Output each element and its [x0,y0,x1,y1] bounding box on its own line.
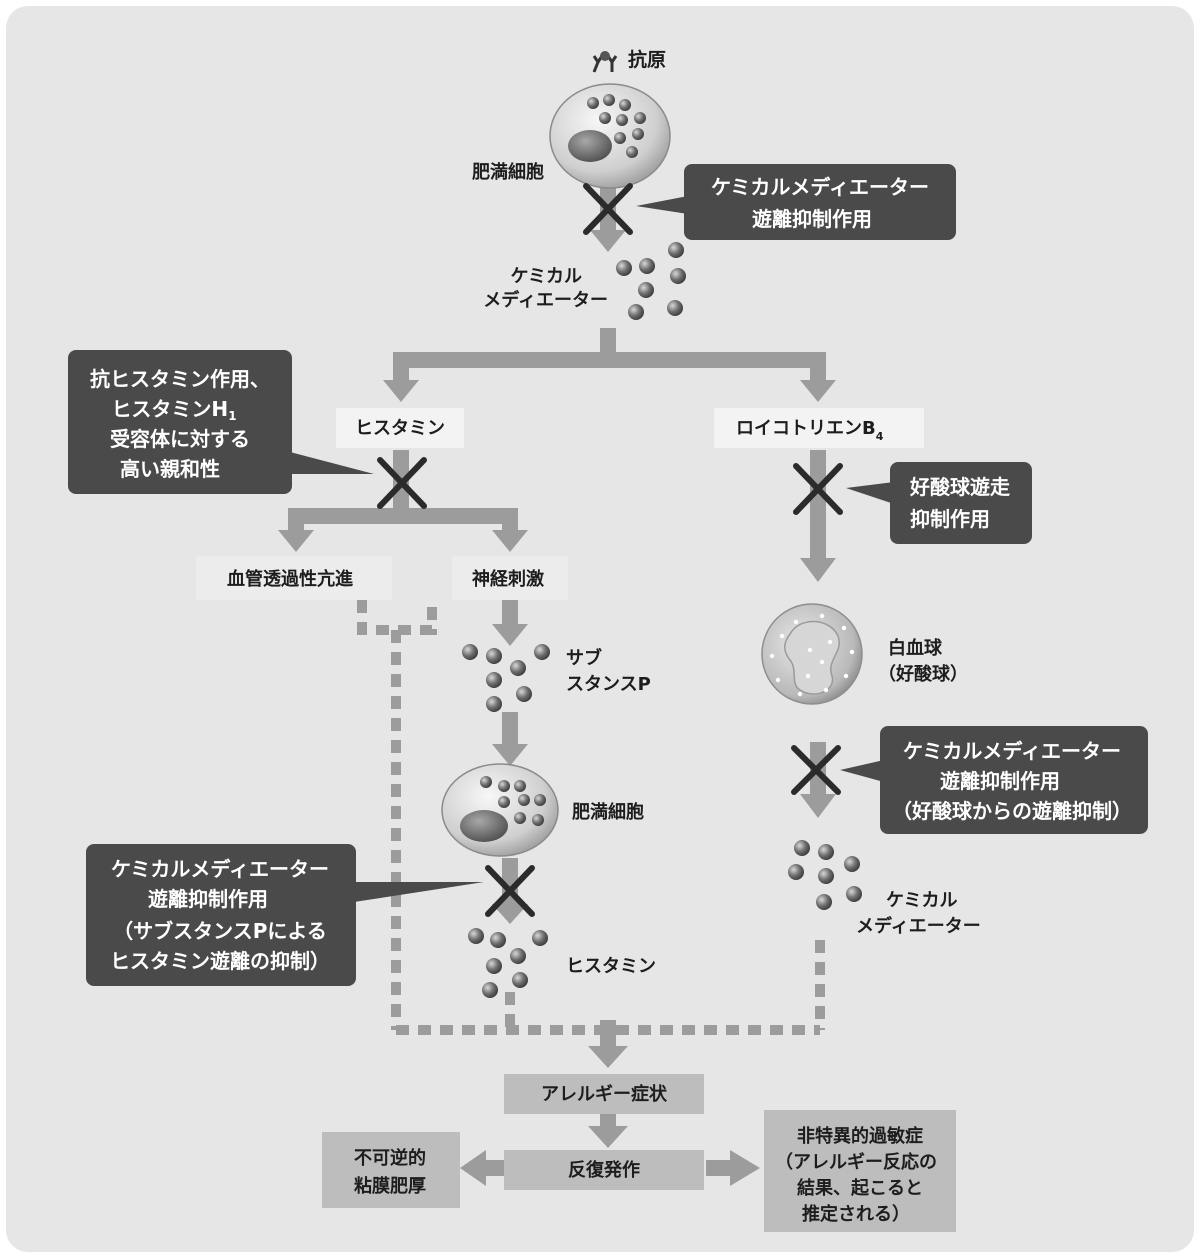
leukotriene-box [714,408,924,448]
dashed-connectors [357,600,825,1035]
mediator-granules-right [788,840,862,910]
leukotriene-label: ロイコトリエンB4 [736,418,884,443]
mast-cell-top [549,83,671,189]
callout-top-line2: 遊離抑制作用 [752,207,872,231]
callout-right-mid-line1: ケミカルメディエーター [903,739,1121,763]
nerve-label: 神経刺激 [472,568,544,590]
chem-mediator-top-line2: メディエーター [483,289,608,311]
callout-top-line1: ケミカルメディエーター [711,175,929,199]
histamine-box [336,408,464,448]
callout-eosinophil-line2: 抑制作用 [910,507,990,531]
callout-antihistamine-line3: 受容体に対する [110,427,250,451]
irreversible-box [322,1132,460,1208]
mast-cell-top-label: 肥満細胞 [471,161,544,183]
nonspecific-line2: （アレルギー反応の [775,1151,937,1173]
callout-right-mid-line2: 遊離抑制作用 [940,769,1060,793]
callout-left-bottom-line3: （サブスタンスPによる [113,919,327,943]
histamine-label: ヒスタミン [355,418,445,439]
nonspecific-box [764,1110,956,1232]
callout-antihistamine-line4: 高い親和性 [120,457,220,481]
white-blood-cell [761,603,863,705]
histamine-bottom-label: ヒスタミン [566,956,656,977]
white-cell-line1: 白血球 [888,637,943,659]
recurrent-label: 反復発作 [568,1159,640,1181]
allergy-symptoms-label: アレルギー症状 [541,1083,668,1105]
arrows [278,178,836,1186]
vascular-label: 血管透過性亢進 [227,568,353,590]
mast-cell-mid-label: 肥満細胞 [571,801,644,823]
callout-eosinophil: 好酸球遊走 抑制作用 [846,462,1032,544]
histamine-granules-bottom [468,928,548,998]
nonspecific-line4: 推定される） [802,1203,910,1225]
callout-antihistamine-line2: ヒスタミンH1 [111,397,236,423]
callout-antihistamine: 抗ヒスタミン作用、 ヒスタミンH1 受容体に対する 高い親和性 [68,350,374,494]
callout-right-mid-line3: （好酸球からの遊離抑制） [892,799,1132,823]
nerve-box [452,556,568,600]
vascular-box [196,556,392,600]
allergy-symptoms-box [504,1074,704,1114]
chem-mediator-right-line1: ケミカル [886,890,957,911]
antigen-label: 抗原 [628,48,666,71]
nonspecific-line1: 非特異的過敏症 [797,1125,923,1147]
mediator-granules-top [616,242,686,320]
inhibit-cross-leukotriene [793,463,843,515]
substance-p-line1: サブ [566,647,602,669]
substance-p-granules [462,644,550,712]
chem-mediator-top-line1: ケミカル [511,266,582,287]
callout-left-bottom-line1: ケミカルメディエーター [111,857,329,881]
antigen-icon [592,51,618,73]
callout-left-bottom: ケミカルメディエーター 遊離抑制作用 （サブスタンスPによる ヒスタミン遊離の抑… [86,844,484,986]
callout-antihistamine-line1: 抗ヒスタミン作用、 [90,367,270,391]
callout-eosinophil-line1: 好酸球遊走 [909,475,1010,499]
nonspecific-line3: 結果、起こると [797,1177,923,1199]
inhibit-cross-top [583,183,633,235]
callout-right-mid: ケミカルメディエーター 遊離抑制作用 （好酸球からの遊離抑制） [840,726,1148,834]
inhibit-cross-wbc [791,745,841,795]
irreversible-line2: 粘膜肥厚 [354,1175,426,1197]
callout-left-bottom-line2: 遊離抑制作用 [148,887,268,911]
white-cell-line2: （好酸球） [878,663,968,685]
chem-mediator-right-line2: メディエーター [856,915,981,937]
recurrent-box [504,1150,704,1190]
callout-top: ケミカルメディエーター 遊離抑制作用 [636,164,956,240]
callout-left-bottom-line4: ヒスタミン遊離の抑制） [110,949,330,973]
inhibit-cross-histamine [377,457,427,509]
irreversible-line1: 不可逆的 [354,1147,426,1169]
mast-cell-mid [441,763,559,857]
substance-p-line2: スタンスP [566,674,651,695]
inhibit-cross-mid [485,865,535,917]
